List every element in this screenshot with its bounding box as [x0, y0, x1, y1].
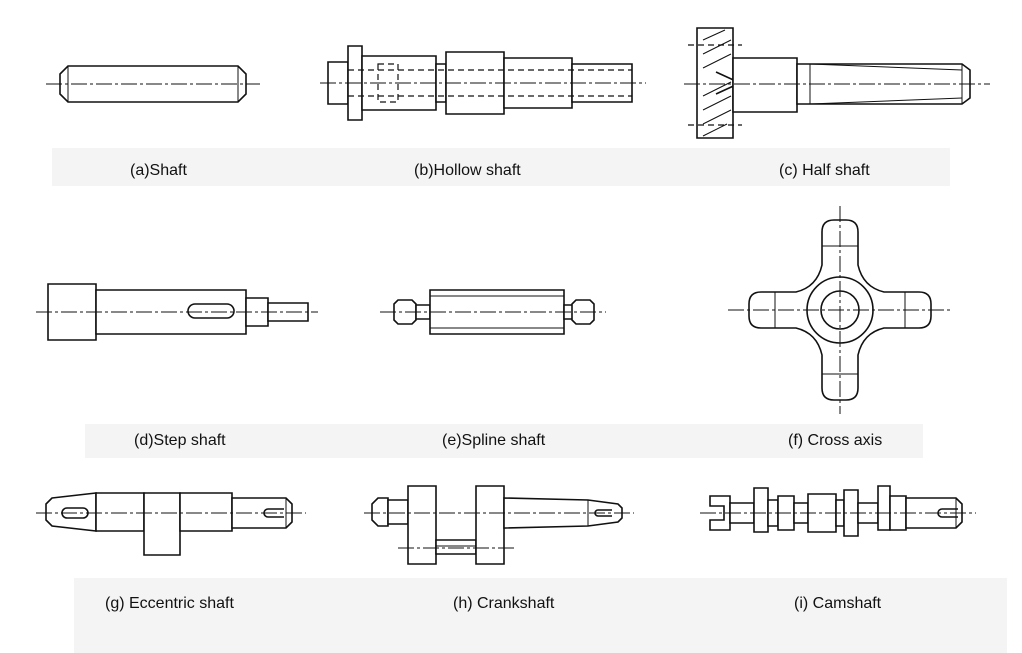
caption-cross-axis: (f) Cross axis — [788, 432, 883, 449]
caption-spline-shaft: (e)Spline shaft — [442, 432, 546, 449]
crankshaft-drawing — [364, 486, 634, 564]
caption-shaft: (a)Shaft — [130, 162, 187, 179]
caption-eccentric-shaft: (g) Eccentric shaft — [105, 595, 234, 612]
caption-crankshaft: (h) Crankshaft — [453, 595, 555, 612]
caption-half-shaft: (c) Half shaft — [779, 162, 870, 179]
caption-band-row-2 — [85, 424, 923, 458]
caption-step-shaft: (d)Step shaft — [134, 432, 226, 449]
camshaft-drawing — [700, 486, 976, 536]
caption-camshaft: (i) Camshaft — [794, 595, 882, 612]
cross-axis-drawing — [728, 206, 952, 414]
eccentric-shaft-drawing — [36, 493, 306, 555]
caption-band-row-3 — [74, 578, 1007, 653]
caption-hollow-shaft: (b)Hollow shaft — [414, 162, 521, 179]
step-shaft-drawing — [36, 284, 318, 340]
plain-shaft-drawing — [46, 66, 260, 102]
caption-band-row-1 — [52, 148, 950, 186]
half-shaft-drawing — [684, 28, 990, 138]
hollow-shaft-drawing — [320, 46, 646, 120]
spline-shaft-drawing — [380, 290, 606, 334]
